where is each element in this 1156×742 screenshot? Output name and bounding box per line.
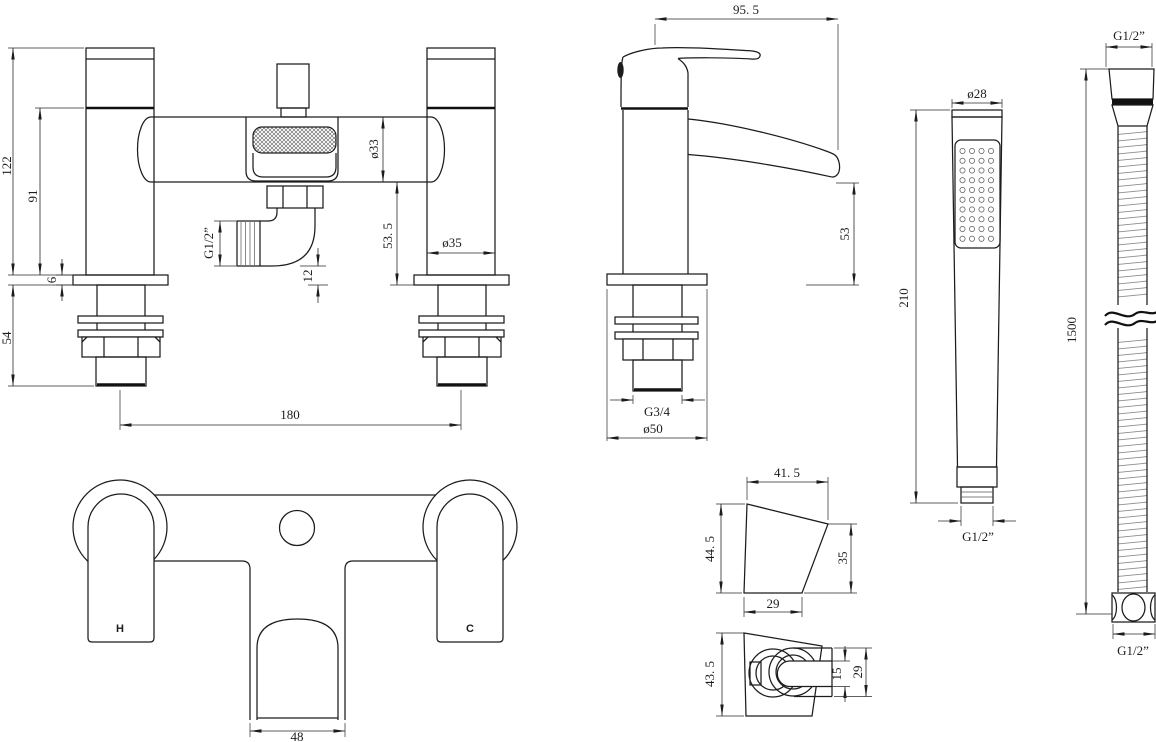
mixer-front-view: 122 91 6 54 180 ø33 53. 5 ø35 12 G1/2” [0,47,510,430]
dim-outlet-offset: 12 [300,270,315,283]
dim-hose-top-thread: G1/2” [1113,28,1145,43]
dim-inlet-thread: G3/4 [644,404,671,419]
hose-ferrule-band [1112,99,1153,105]
dim-drop: 53. 5 [380,223,395,249]
bracket-side-view: 41. 5 44. 5 35 29 [702,465,857,617]
dim-handset-length: 210 [896,288,911,308]
lever-handle [622,46,761,60]
dim-head-dia: ø28 [967,86,987,101]
diverter-knob [276,63,310,109]
dim-body-dia: ø33 [366,139,381,159]
dim-deck: 6 [44,276,59,283]
mixer-side-view: 95. 5 53 G3/4 ø50 [606,2,859,441]
dim-spout-width: 48 [291,729,304,742]
handset-body [951,116,1003,468]
bracket-side-profile [743,503,829,594]
dim-slot-width: 15 [829,668,844,681]
spray-face [954,139,1001,249]
bracket-front-view: 15 29 43. 5 [702,632,872,717]
handle-button [617,62,624,78]
knurled-diverter [252,126,337,154]
outlet-thread [236,220,261,267]
dim-bracket-top-width: 41. 5 [774,465,800,480]
dim-bracket-bottom-width: 29 [767,596,780,611]
dim-centres: 180 [280,407,300,422]
dim-height-total: 122 [0,156,14,176]
clip-slot [776,660,832,688]
dim-outlet-thread: G1/2” [201,227,216,259]
dim-clip-width: 29 [850,666,865,679]
dim-hose-bottom-thread: G1/2” [1117,643,1149,658]
mixer-plan-view: H C 48 [72,479,518,742]
cold-label: C [466,623,474,635]
waterfall-spout [687,118,841,178]
dim-bracket-height: 43. 5 [702,661,717,687]
dim-hose-length: 1500 [1064,317,1079,343]
hot-lever [87,493,155,643]
diverter-knob-plan [278,509,316,547]
spout-plan [256,618,339,720]
handset-view: ø28 210 G1/2” [896,86,1016,544]
dim-projection: 95. 5 [733,2,759,17]
dim-bracket-front-height: 35 [835,552,850,565]
hot-label: H [116,623,124,635]
hose-nut [1111,592,1156,623]
dim-handset-thread: G1/2” [962,529,994,544]
bracket-front-body [743,632,823,717]
dim-height-upper: 91 [25,190,40,203]
dim-tail: 54 [0,331,14,345]
dim-pillar-dia: ø35 [442,235,462,250]
dim-spout-height: 53 [837,228,852,241]
dim-flange-dia: ø50 [643,421,663,436]
cold-lever [436,493,504,643]
dim-bracket-back-height: 44. 5 [702,536,717,562]
hose-view: G1/2” 1500 G1/2” [1064,28,1156,658]
